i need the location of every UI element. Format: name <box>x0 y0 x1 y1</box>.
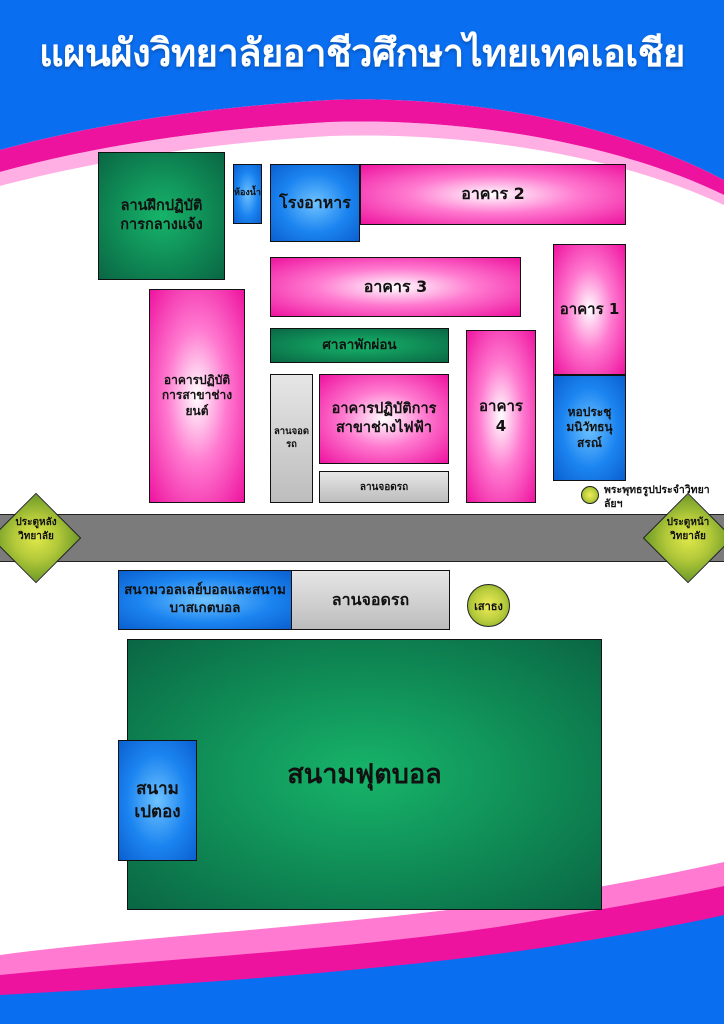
outdoor-training-label: ลานฝึกปฏิบัติการกลางแจ้ง <box>120 198 203 233</box>
assembly-hall-label: หอประชุมนิวัทธนุสรณ์ <box>566 404 613 450</box>
front-gate-label: ประตูหน้าวิทยาลัย <box>666 517 710 542</box>
page-title: แผนผังวิทยาลัยอาชีวศึกษาไทยเทคเอเชีย <box>39 31 685 75</box>
parking-small-label: ลานจอดรถ <box>359 481 409 493</box>
auto-workshop[interactable]: อาคารปฏิบัติการสาขาช่างยนต์ <box>149 289 245 503</box>
building-4[interactable]: อาคาร 4 <box>466 330 536 503</box>
canteen-label: โรงอาหาร <box>279 192 351 212</box>
football-field-label: สนามฟุตบอล <box>287 758 442 790</box>
buddha-statue-marker[interactable] <box>581 486 599 504</box>
football-field[interactable]: สนามฟุตบอล <box>127 639 602 910</box>
buddha-statue-label: พระพุทธรูปประจำวิทยาลัยฯ <box>604 484 710 510</box>
flagpole-label: เสาธง <box>474 599 503 613</box>
parking-vertical[interactable]: ลานจอดรถ <box>270 374 313 503</box>
petanque-court[interactable]: สนามเปตอง <box>118 740 197 861</box>
volleyball-basketball-court[interactable]: สนามวอลเลย์บอลและสนามบาสเกตบอล <box>118 570 292 630</box>
outdoor-training-area[interactable]: ลานฝึกปฏิบัติการกลางแจ้ง <box>98 152 225 280</box>
pavilion[interactable]: ศาลาพักผ่อน <box>270 328 449 363</box>
petanque-label: สนามเปตอง <box>134 779 181 822</box>
auto-workshop-label: อาคารปฏิบัติการสาขาช่างยนต์ <box>161 372 233 418</box>
restroom[interactable]: ห้องน้ำ <box>233 164 262 224</box>
building-2-label: อาคาร 2 <box>461 184 525 204</box>
building-3[interactable]: อาคาร 3 <box>270 257 521 317</box>
flagpole-marker[interactable]: เสาธง <box>467 584 510 627</box>
assembly-hall[interactable]: หอประชุมนิวัทธนุสรณ์ <box>553 375 626 481</box>
pavilion-label: ศาลาพักผ่อน <box>322 336 397 353</box>
parking-lower-label: ลานจอดรถ <box>331 589 410 609</box>
parking-small[interactable]: ลานจอดรถ <box>319 471 449 503</box>
canteen[interactable]: โรงอาหาร <box>270 164 360 242</box>
restroom-label: ห้องน้ำ <box>234 188 261 199</box>
back-gate-label: ประตูหลังวิทยาลัย <box>15 517 57 542</box>
building-2[interactable]: อาคาร 2 <box>360 164 626 225</box>
main-road <box>0 514 724 562</box>
parking-lower[interactable]: ลานจอดรถ <box>291 570 450 630</box>
volleyball-basketball-label: สนามวอลเลย์บอลและสนามบาสเกตบอล <box>124 582 286 616</box>
parking-vertical-label: ลานจอดรถ <box>273 426 310 450</box>
electrical-workshop-label: อาคารปฏิบัติการสาขาช่างไฟฟ้า <box>331 401 437 436</box>
electrical-workshop[interactable]: อาคารปฏิบัติการสาขาช่างไฟฟ้า <box>319 374 449 464</box>
building-4-label: อาคาร 4 <box>479 397 523 435</box>
building-1-label: อาคาร 1 <box>559 299 620 318</box>
building-1[interactable]: อาคาร 1 <box>553 244 626 375</box>
building-3-label: อาคาร 3 <box>363 276 428 296</box>
